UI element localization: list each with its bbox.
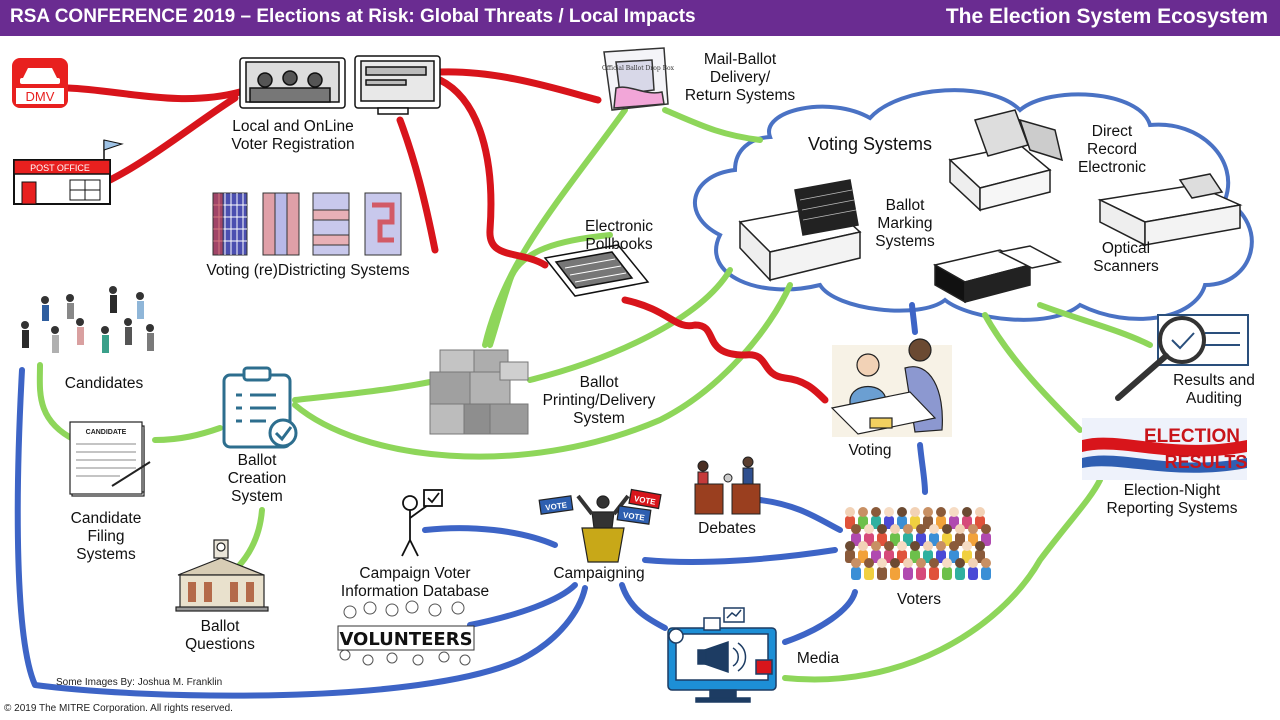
volunteers-crowd-icon: VOLUNTEERS: [337, 600, 475, 666]
volunteers-sign-text: VOLUNTEERS: [339, 629, 472, 650]
link-creation-cloud: [292, 282, 793, 460]
vote-sign-right-text: VOTE: [622, 511, 645, 523]
label-election-night: Election-Night Reporting Systems: [1106, 482, 1238, 517]
debate-podiums-icon: [694, 456, 761, 515]
poll-worker-voter-icon: [830, 338, 952, 437]
voters-crowd-icon: [845, 507, 991, 580]
election-results-banner-icon: ELECTION RESULTS: [1082, 418, 1247, 480]
registration-computers-icon: [239, 55, 441, 115]
pollbook-tablet-icon: [543, 244, 650, 297]
ballot-marking-machine-icon: [738, 179, 862, 282]
courthouse-icon: [175, 539, 269, 612]
link-filing-creation: [152, 425, 223, 443]
label-campaign-db: Campaign Voter Information Database: [340, 565, 490, 600]
header-bar: RSA CONFERENCE 2019 – Elections at Risk:…: [0, 0, 1280, 36]
link-media-election-night: [782, 477, 1103, 683]
label-ballot-questions: Ballot Questions: [185, 618, 255, 653]
dre-machine-icon: [948, 109, 1064, 212]
label-voting: Voting: [848, 442, 892, 459]
label-candidate-filing: Candidate Filing Systems: [70, 510, 142, 563]
link-registration-mail: [436, 68, 602, 104]
link-postoffice-registration: [106, 94, 239, 184]
ballot-drop-box-icon: Official Ballot Drop Box: [602, 47, 675, 111]
district-maps-icon: [212, 192, 402, 256]
link-printing-cloud: [527, 267, 733, 383]
label-campaigning: Campaigning: [553, 565, 645, 582]
banner-text-election: ELECTION: [1144, 426, 1240, 447]
image-credits: Some Images By: Joshua M. Franklin: [56, 677, 223, 688]
link-campaigning-media: [619, 582, 668, 631]
link-db-campaigning: [422, 525, 558, 548]
stick-figure-icon: [401, 489, 443, 557]
link-mail-to-cloud: [662, 107, 763, 143]
label-optical-scanners: Optical Scanners: [1093, 240, 1159, 275]
podium-speaker-icon: VOTE VOTE VOTE: [538, 488, 662, 563]
banner-text-results: RESULTS: [1165, 452, 1248, 472]
label-redistricting: Voting (re)Districting Systems: [206, 262, 410, 279]
label-voting-systems: Voting Systems: [807, 134, 933, 154]
dmv-sign-text: DMV: [26, 89, 55, 104]
optical-scanner-icon: [932, 173, 1243, 304]
link-voters-media: [782, 589, 858, 645]
label-results-auditing: Results and Auditing: [1173, 372, 1255, 407]
label-debates: Debates: [698, 520, 756, 537]
copyright: © 2019 The MITRE Corporation. All rights…: [4, 703, 233, 714]
link-registration-pollbook: [436, 76, 549, 269]
header-title: RSA CONFERENCE 2019 – Elections at Risk:…: [10, 6, 696, 27]
label-voters: Voters: [897, 591, 941, 608]
link-cloud-results: [1037, 302, 1153, 348]
filing-document-text: CANDIDATE: [86, 429, 127, 436]
label-dre: Direct Record Electronic: [1077, 123, 1147, 176]
link-pollbook-printing: [487, 232, 613, 348]
post-office-icon: POST OFFICE: [13, 139, 124, 205]
label-ballot-creation: Ballot Creation System: [227, 452, 287, 505]
link-creation-questions: [232, 507, 265, 573]
link-voting-voters: [917, 442, 928, 495]
label-media: Media: [796, 650, 840, 667]
drop-box-text: Official Ballot Drop Box: [602, 65, 675, 72]
label-mail-ballot: Mail-Ballot Delivery/ Return Systems: [684, 51, 796, 104]
link-pollbook-voting: [621, 296, 829, 404]
link-registration-districting: [396, 116, 439, 254]
label-pollbooks: Electronic Pollbooks: [584, 218, 654, 253]
boxes-icon: [429, 349, 529, 435]
label-voter-registration: Local and OnLine Voter Registration: [231, 118, 355, 153]
link-mail-to-printing: [482, 107, 628, 348]
label-ballot-printing: Ballot Printing/Delivery System: [542, 374, 656, 427]
link-cloud-election-night: [982, 312, 1083, 433]
vote-sign-left-text: VOTE: [545, 500, 568, 512]
blue-links: [14, 302, 928, 699]
link-cloud-voting: [909, 302, 918, 335]
green-links: [36, 107, 1153, 683]
label-candidates: Candidates: [64, 375, 144, 392]
label-ballot-marking: Ballot Marking Systems: [875, 197, 935, 250]
dmv-car-sign-icon: DMV: [12, 58, 68, 108]
header-subtitle: The Election System Ecosystem: [945, 5, 1268, 28]
link-volunteers-campaigning: [467, 582, 578, 628]
link-debates-voters: [757, 497, 843, 533]
clipboard-check-icon: [222, 366, 298, 449]
post-office-sign-text: POST OFFICE: [30, 163, 90, 173]
link-candidates-loop: [14, 367, 588, 699]
link-creation-printing: [292, 379, 433, 403]
media-monitor-icon: [667, 607, 777, 703]
red-links: [64, 68, 829, 404]
magnifier-document-icon: [1115, 314, 1249, 401]
link-campaigning-voters: [642, 547, 838, 565]
link-dmv-registration: [64, 84, 244, 103]
vote-sign-red-text: VOTE: [633, 494, 657, 507]
filing-document-icon: CANDIDATE: [69, 421, 151, 497]
link-candidates-filing: [36, 362, 78, 443]
candidates-people-icon: [21, 286, 154, 353]
